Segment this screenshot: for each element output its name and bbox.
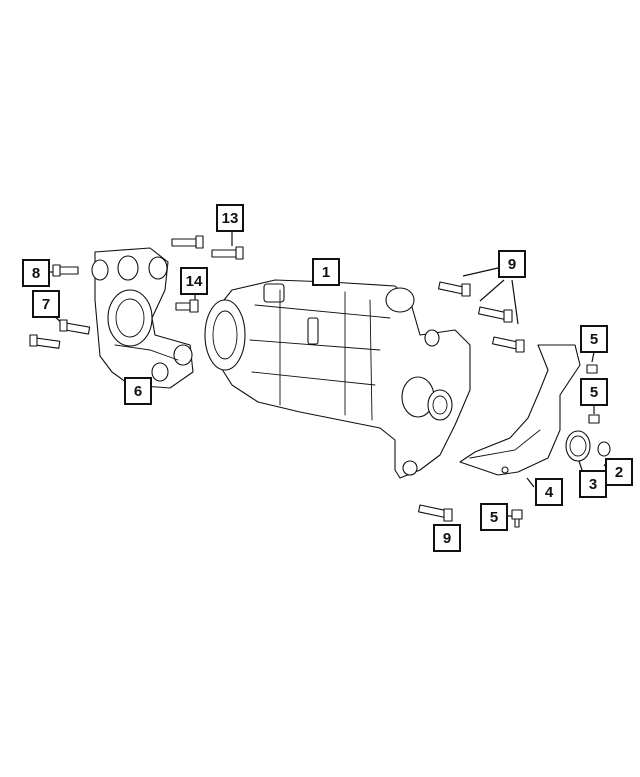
callout-5: 5 (580, 325, 608, 353)
plug-part-2 (597, 441, 611, 457)
callout-13: 13 (216, 204, 244, 232)
bolt-part-7 (29, 319, 91, 349)
callout-9: 9 (433, 524, 461, 552)
shield-part-4 (459, 344, 581, 476)
bolt-part-8 (52, 264, 79, 277)
bolt-part-9 (417, 281, 525, 522)
callout-8: 8 (22, 259, 50, 287)
callout-14: 14 (180, 267, 208, 295)
bolt-part-14 (175, 299, 199, 313)
callout-6: 6 (124, 377, 152, 405)
callout-1: 1 (312, 258, 340, 286)
callout-2: 2 (605, 458, 633, 486)
bracket-part-6 (91, 247, 194, 389)
bolt-part-5 (511, 364, 600, 528)
callout-9: 9 (498, 250, 526, 278)
seal-part-3 (565, 430, 591, 462)
callout-5: 5 (580, 378, 608, 406)
callout-4: 4 (535, 478, 563, 506)
callout-3: 3 (579, 470, 607, 498)
callout-5: 5 (480, 503, 508, 531)
bolt-part-13 (171, 235, 244, 260)
main-unit-part-1 (204, 279, 471, 479)
callout-7: 7 (32, 290, 60, 318)
